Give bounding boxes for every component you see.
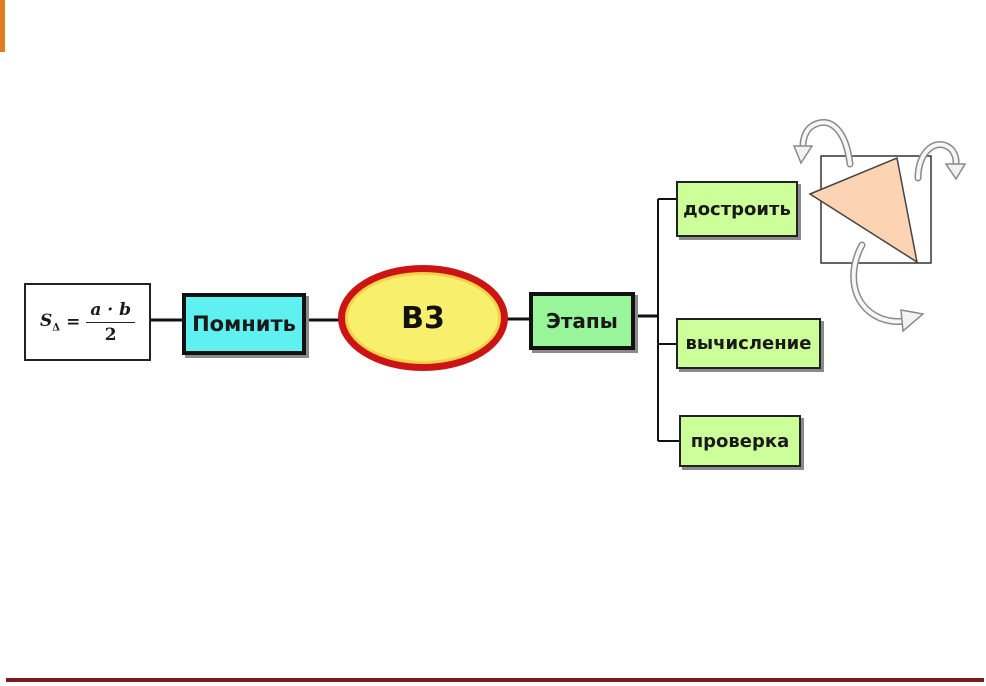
step-label: проверка <box>690 430 790 452</box>
step-box-check: проверка <box>679 415 801 467</box>
stages-label: Этапы <box>546 309 618 333</box>
formula-equals: = <box>66 312 81 332</box>
step-box-complete: достроить <box>676 181 798 237</box>
center-ellipse: В3 <box>338 265 508 371</box>
formula-denominator: 2 <box>104 324 117 345</box>
center-label: В3 <box>401 300 445 336</box>
formula-fraction: a · b 2 <box>86 300 135 345</box>
remember-box: Помнить <box>182 293 306 355</box>
step-box-calculation: вычисление <box>676 318 821 369</box>
area-formula-box: SΔ = a · b 2 <box>24 283 151 361</box>
bottom-rule <box>6 678 984 682</box>
stages-box: Этапы <box>529 292 635 350</box>
step-label: достроить <box>683 198 791 220</box>
step-label: вычисление <box>685 333 812 354</box>
formula-numerator: a · b <box>86 300 135 323</box>
accent-bar <box>0 0 5 52</box>
remember-label: Помнить <box>192 312 296 336</box>
formula-lhs: SΔ <box>40 310 61 334</box>
